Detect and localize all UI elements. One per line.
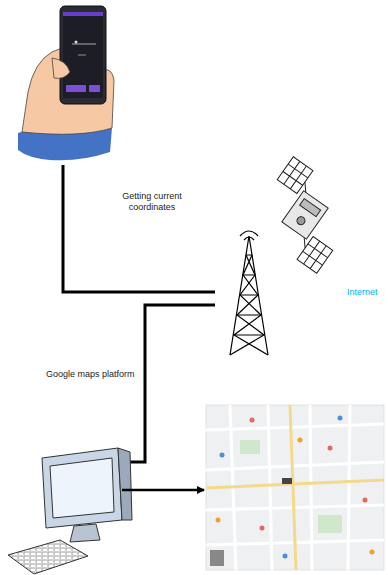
satellite: [246, 157, 363, 273]
map-image: [206, 405, 384, 570]
thumb: [52, 58, 70, 78]
platform-label: Google maps platform: [46, 369, 136, 380]
wire: [122, 305, 215, 462]
computer: [8, 448, 132, 574]
radio-tower: [230, 231, 268, 355]
wire: [63, 165, 215, 292]
smartphone: [60, 6, 106, 104]
network-label: Internet: [347, 287, 385, 298]
wire-label: Getting current coordinates: [118, 191, 186, 213]
arrow: [122, 489, 204, 492]
